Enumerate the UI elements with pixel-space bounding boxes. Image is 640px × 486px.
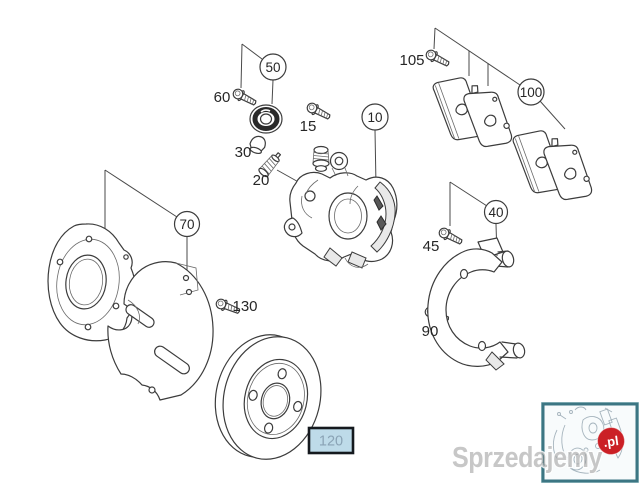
pl-badge: .pl [597, 427, 625, 455]
part-dust-shield-right [107, 261, 214, 401]
bolt-45 [436, 225, 465, 248]
leader-lines [104, 27, 566, 314]
callout-40: 40 [483, 199, 509, 225]
label-45: 45 [423, 238, 440, 255]
callout-50-label: 50 [265, 60, 280, 75]
part-bleeder-cap [249, 135, 266, 155]
callout-70-label: 70 [179, 217, 194, 232]
label-20: 20 [253, 172, 270, 189]
bolt-105 [423, 47, 452, 70]
label-15: 15 [300, 118, 317, 135]
bolt-60 [230, 86, 259, 109]
callout-100: 100 [517, 78, 545, 106]
part-seal-ring [249, 104, 283, 134]
part-guide-pin-spring [258, 152, 282, 178]
callout-70: 70 [173, 210, 201, 238]
watermark: Sprzedajemy .pl [451, 427, 625, 475]
callout-10-label: 10 [367, 110, 382, 125]
selected-part-number: 120 [319, 434, 343, 450]
callout-100-label: 100 [520, 85, 543, 100]
label-90: 90 [422, 323, 439, 340]
callout-10: 10 [361, 103, 389, 131]
label-60: 60 [214, 89, 231, 106]
callout-40-label: 40 [488, 205, 503, 220]
part-brake-pad-set-a [430, 62, 517, 162]
watermark-brand-text: Sprzedajemy [452, 442, 602, 474]
part-brake-pad-set-b [510, 115, 597, 215]
label-105: 105 [399, 52, 424, 69]
part-caliper-bracket [427, 237, 526, 371]
label-30: 30 [235, 144, 252, 161]
part-brake-caliper [283, 145, 398, 269]
pl-badge-label: .pl [603, 433, 620, 450]
callout-50: 50 [259, 53, 287, 81]
part-brake-disc [214, 334, 322, 460]
label-130: 130 [232, 298, 257, 315]
selected-part-label: 120 [307, 426, 355, 455]
part-dust-shield-left [47, 223, 137, 342]
